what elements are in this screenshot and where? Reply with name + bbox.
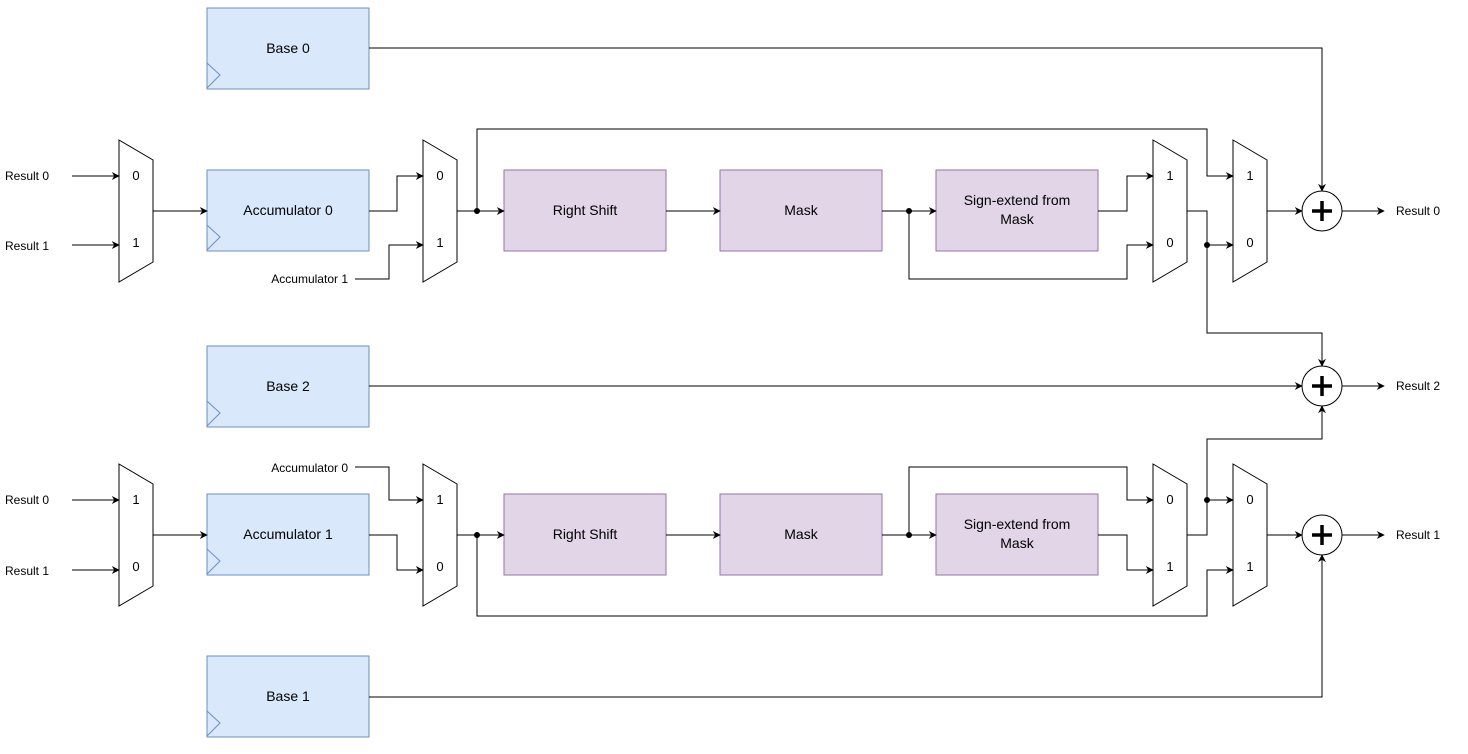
mux-acc-select-top: 0 1 (422, 139, 458, 283)
mux-sign-select-bottom-sel-1: 1 (1166, 559, 1173, 574)
mask-bottom-label: Mask (784, 526, 818, 542)
mux-bypass-top-sel-0: 0 (1246, 235, 1253, 250)
adder-result-1 (1301, 514, 1343, 556)
output-result-1: Result 1 (1396, 528, 1440, 542)
register-accumulator-1-label: Accumulator 1 (243, 526, 333, 542)
input-accumulator-1: Accumulator 1 (271, 272, 348, 286)
output-result-2: Result 2 (1396, 379, 1440, 393)
output-result-0: Result 0 (1396, 204, 1440, 218)
mux-bypass-top-sel-1: 1 (1246, 168, 1253, 183)
input-result-0-top: Result 0 (5, 169, 49, 183)
mux-sign-select-bottom-sel-0: 0 (1166, 492, 1173, 507)
mux-input-top: 0 1 (118, 139, 154, 283)
sign-extend-bottom-label-1: Sign-extend from (964, 516, 1071, 532)
register-accumulator-1: Accumulator 1 (206, 493, 370, 576)
mux-acc-select-bottom: 1 0 (422, 463, 458, 607)
input-result-1-top: Result 1 (5, 239, 49, 253)
mux-acc-select-bottom-sel-0: 0 (436, 559, 443, 574)
right-shift-bottom-label: Right Shift (553, 526, 618, 542)
mux-input-top-sel-1: 1 (132, 235, 139, 250)
sign-extend-top: Sign-extend from Mask (935, 169, 1099, 252)
input-result-1-bottom: Result 1 (5, 564, 49, 578)
mask-top: Mask (719, 169, 883, 252)
register-base-0: Base 0 (206, 7, 370, 90)
right-shift-bottom: Right Shift (503, 493, 667, 576)
right-shift-top-label: Right Shift (553, 202, 618, 218)
mux-acc-select-bottom-sel-1: 1 (436, 492, 443, 507)
sign-extend-bottom: Sign-extend from Mask (935, 493, 1099, 576)
sign-extend-top-label-1: Sign-extend from (964, 192, 1071, 208)
wires-top-lane (72, 47, 1385, 280)
input-result-0-bottom: Result 0 (5, 493, 49, 507)
mux-bypass-bottom: 0 1 (1232, 463, 1268, 607)
mux-sign-select-bottom: 0 1 (1152, 463, 1188, 607)
sign-extend-top-label-2: Mask (1000, 211, 1034, 227)
mux-sign-select-top-sel-0: 0 (1166, 235, 1173, 250)
mux-input-bottom-sel-0: 0 (132, 559, 139, 574)
register-base-0-label: Base 0 (266, 40, 310, 56)
adder-result-0 (1301, 190, 1343, 232)
adder-result-2 (1301, 365, 1343, 407)
register-accumulator-0-label: Accumulator 0 (243, 202, 333, 218)
mux-input-top-sel-0: 0 (132, 168, 139, 183)
register-base-2-label: Base 2 (266, 378, 310, 394)
mux-bypass-bottom-sel-0: 0 (1246, 492, 1253, 507)
mask-top-label: Mask (784, 202, 818, 218)
mux-bypass-bottom-sel-1: 1 (1246, 559, 1253, 574)
register-base-2: Base 2 (206, 345, 370, 428)
register-base-1-label: Base 1 (266, 688, 310, 704)
mux-sign-select-top: 1 0 (1152, 139, 1188, 283)
register-accumulator-0: Accumulator 0 (206, 169, 370, 252)
mux-bypass-top: 1 0 (1232, 139, 1268, 283)
mask-bottom: Mask (719, 493, 883, 576)
sign-extend-bottom-label-2: Mask (1000, 535, 1034, 551)
mux-acc-select-top-sel-0: 0 (436, 168, 443, 183)
wires-middle (369, 245, 1385, 500)
mux-acc-select-top-sel-1: 1 (436, 235, 443, 250)
mux-input-bottom-sel-1: 1 (132, 492, 139, 507)
input-accumulator-0: Accumulator 0 (271, 461, 348, 475)
register-base-1: Base 1 (206, 655, 370, 738)
wires-bottom-lane (72, 466, 1385, 698)
mux-input-bottom: 1 0 (118, 463, 154, 607)
mux-sign-select-top-sel-1: 1 (1166, 168, 1173, 183)
right-shift-top: Right Shift (503, 169, 667, 252)
